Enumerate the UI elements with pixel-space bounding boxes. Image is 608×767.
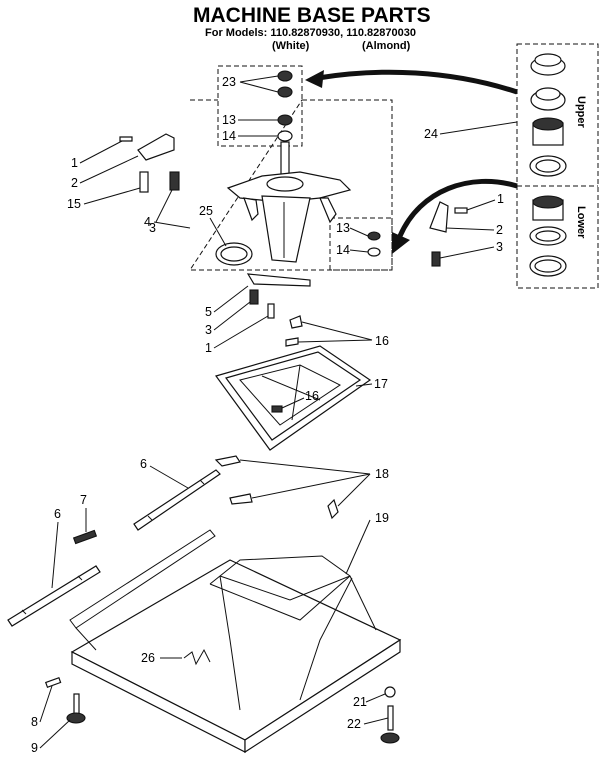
callout-14-lower: 14: [336, 243, 350, 257]
callout-25: 25: [199, 204, 213, 218]
callout-17: 17: [374, 377, 388, 391]
callout-9: 9: [31, 741, 38, 755]
callout-21: 21: [353, 695, 367, 709]
gearcase-spider-assembly: [226, 141, 352, 263]
callout-24: 24: [424, 127, 438, 141]
callout-13-upper: 13: [222, 113, 236, 127]
callout-7: 7: [80, 493, 87, 507]
base-pan: [215, 345, 372, 451]
callout-13-lower: 13: [336, 221, 350, 235]
lower-arrow: [397, 178, 518, 237]
right-bracket-parts: [429, 201, 468, 267]
upper-arrow: [317, 69, 518, 95]
callout-5: 5: [205, 305, 212, 319]
callout-26: 26: [141, 651, 155, 665]
callout-2-right: 2: [496, 223, 503, 237]
side-support-rail: [7, 565, 101, 627]
callout-16-upper: 16: [375, 334, 389, 348]
callout-6-upper: 6: [140, 457, 147, 471]
spring-part: [72, 529, 98, 545]
callout-3-left: 3: [149, 221, 156, 235]
callout-16-lower: 16: [305, 389, 319, 403]
callout-3-center: 3: [205, 323, 212, 337]
left-bracket-parts: [119, 133, 180, 193]
right-leveling-leg: [380, 686, 400, 744]
callout-1-left: 1: [71, 156, 78, 170]
callout-23: 23: [222, 75, 236, 89]
callout-4: 4: [144, 215, 151, 229]
upper-bearing-set: [529, 53, 567, 177]
corner-brackets: [214, 455, 339, 520]
callout-2-left: 2: [71, 176, 78, 190]
upper-label: Upper: [575, 96, 587, 129]
callout-14-upper: 14: [222, 129, 236, 143]
center-bracket-parts: [246, 273, 311, 319]
upper-bushings: [277, 70, 293, 142]
spanner-ring: [215, 242, 253, 266]
lower-label: Lower: [575, 206, 587, 239]
callout-6-lower: 6: [54, 507, 61, 521]
page-title: MACHINE BASE PARTS: [193, 4, 431, 27]
wire-clip: [183, 648, 211, 666]
top-support-rail: [133, 469, 221, 531]
color-white-label: (White): [272, 40, 310, 52]
callout-3-right: 3: [496, 240, 503, 254]
bearing-kit-inset: Upper Lower: [516, 43, 599, 289]
callout-22: 22: [347, 717, 361, 731]
callout-8: 8: [31, 715, 38, 729]
color-almond-label: (Almond): [362, 40, 411, 52]
callout-18: 18: [375, 467, 389, 481]
callout-15: 15: [67, 197, 81, 211]
models-line: For Models: 110.82870930, 110.82870030: [205, 27, 416, 39]
callout-1-right: 1: [497, 192, 504, 206]
damper-pads: [285, 315, 303, 347]
upper-bearing-dashed-box: [217, 65, 303, 147]
lower-bushings: [367, 231, 381, 257]
left-leveling-leg: [44, 676, 86, 724]
lower-bearing-set: [529, 195, 567, 277]
machine-base-frame: [69, 529, 402, 754]
callout-1-center: 1: [205, 341, 212, 355]
callout-19: 19: [375, 511, 389, 525]
